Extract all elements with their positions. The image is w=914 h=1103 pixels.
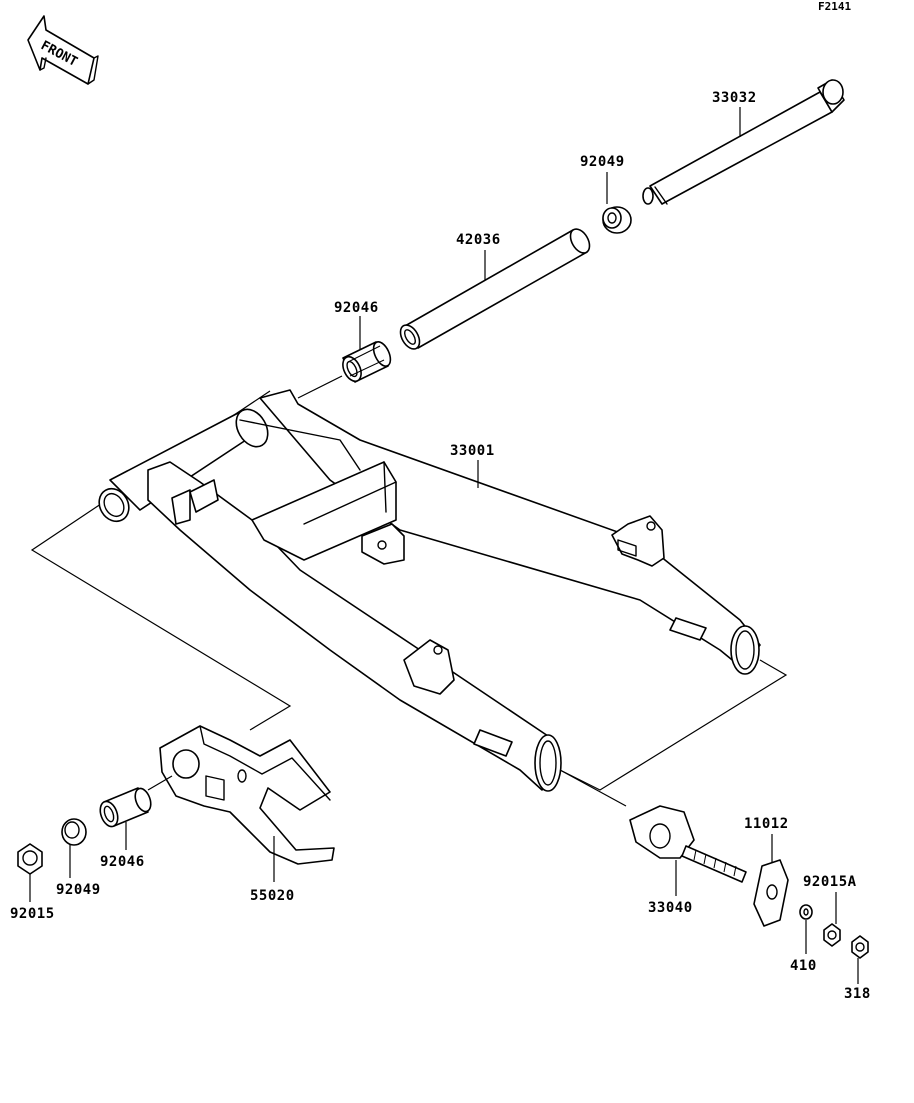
- label-33040: 33040: [648, 900, 693, 916]
- collar-92049-top: [602, 206, 632, 234]
- swingarm-33001: [30, 389, 788, 792]
- label-92046-top: 92046: [334, 300, 379, 316]
- label-42036: 42036: [456, 232, 501, 248]
- label-92046-bottom: 92046: [100, 854, 145, 870]
- label-33032: 33032: [712, 90, 757, 106]
- label-55020: 55020: [250, 888, 295, 904]
- nut-92015: [17, 843, 43, 875]
- label-92049-bottom: 92049: [56, 882, 101, 898]
- figure-code: F2141: [818, 0, 851, 13]
- needle-bearing-92046-top: [342, 341, 392, 383]
- label-92015: 92015: [10, 906, 55, 922]
- needle-bearing-92046-bottom: [99, 787, 152, 828]
- label-33001: 33001: [450, 443, 495, 459]
- nut-318: [851, 935, 869, 959]
- label-92015A: 92015A: [803, 874, 857, 890]
- label-318: 318: [844, 986, 871, 1002]
- chain-adjuster-33040: [559, 769, 747, 883]
- plate-11012: [753, 859, 789, 927]
- label-410: 410: [790, 958, 817, 974]
- sleeve-42036: [399, 228, 591, 350]
- chain-guide-55020: [159, 725, 335, 865]
- front-arrow-icon: FRONT: [27, 15, 99, 85]
- pivot-shaft: [642, 79, 845, 205]
- collar-92049-bottom: [61, 818, 87, 846]
- nut-92015A: [823, 923, 841, 947]
- washer-410: [799, 904, 813, 920]
- label-11012: 11012: [744, 816, 789, 832]
- label-92049-top: 92049: [580, 154, 625, 170]
